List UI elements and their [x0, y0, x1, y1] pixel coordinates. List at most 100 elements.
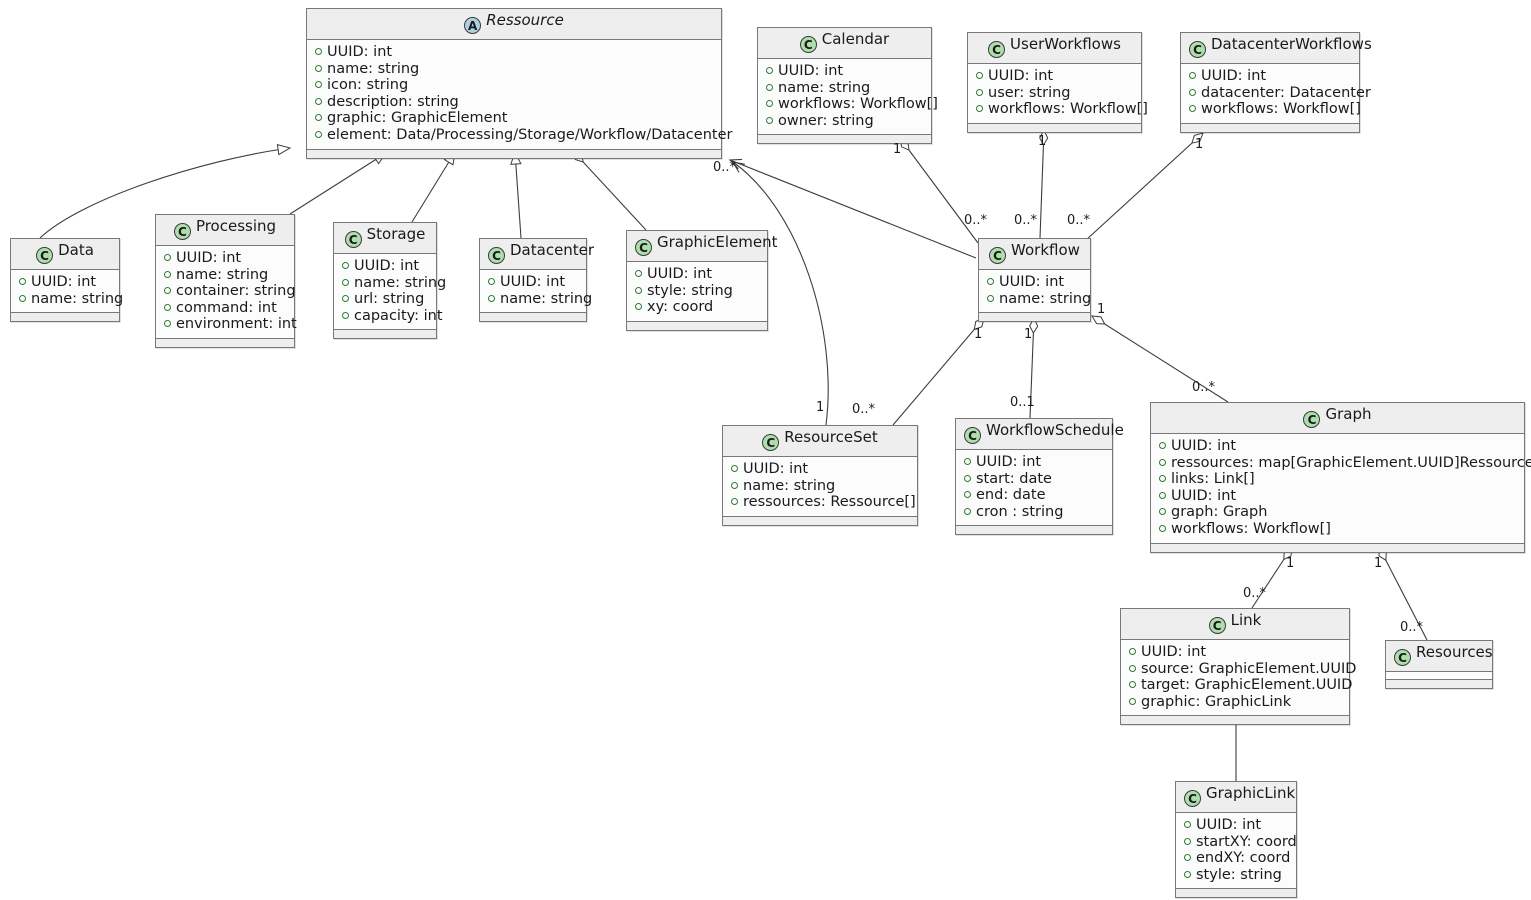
attribute-row: workflows: Workflow[] [974, 101, 1148, 118]
attribute-label: workflows: Workflow[] [1201, 101, 1361, 118]
class-name-workflowschedule: WorkflowSchedule [986, 421, 1124, 439]
class-icon: C [344, 231, 362, 248]
visibility-public-icon [488, 294, 495, 302]
attribute-label: name: string [999, 290, 1092, 307]
attribute-label: UUID: int [1171, 438, 1237, 454]
visibility-public-icon [1159, 524, 1166, 532]
visibility-public-icon [342, 278, 349, 286]
class-icon: C [36, 247, 54, 264]
class-methods-resourceset [723, 515, 917, 525]
multiplicity-label: 0..* [1192, 380, 1216, 395]
attribute-row: command: int [162, 300, 288, 317]
attribute-row: description: string [313, 94, 715, 111]
attribute-label: target: GraphicElement.UUID [1141, 677, 1353, 694]
class-icon: C [988, 41, 1006, 58]
attribute-label: endXY: coord [1196, 850, 1291, 867]
class-name-datacenter: Datacenter [510, 241, 595, 259]
visibility-public-icon [1159, 475, 1166, 483]
attribute-row: UUID: int [340, 258, 430, 275]
attribute-label: url: string [354, 291, 425, 308]
attribute-label: UUID: int [976, 454, 1042, 470]
attribute-label: UUID: int [647, 266, 713, 282]
attribute-label: owner: string [778, 112, 874, 129]
attribute-row: ressources: Ressource[] [729, 494, 916, 511]
class-name-graphiclink: GraphicLink [1206, 784, 1296, 802]
class-icon: C [1189, 41, 1206, 58]
class-icon: C [799, 36, 817, 53]
attribute-row: UUID: int [1187, 68, 1353, 85]
multiplicity-label: 0..1 [1010, 395, 1035, 410]
attribute-label: user: string [988, 84, 1071, 101]
attribute-label: graphic: GraphicLink [1141, 693, 1292, 710]
attribute-row: UUID: int [17, 274, 113, 291]
attribute-label: ressources: map[GraphicElement.UUID]Ress… [1171, 454, 1531, 471]
class-icon: C [488, 247, 505, 264]
visibility-public-icon [1184, 821, 1191, 828]
attribute-row: workflows: Workflow[] [764, 96, 938, 113]
multiplicity-label: 0..* [964, 213, 988, 228]
class-methods-ressource [307, 148, 721, 158]
multiplicity-label: 1 [1195, 137, 1204, 152]
multiplicity-label: 0..* [852, 402, 876, 417]
visibility-public-icon [635, 303, 642, 311]
attribute-row: target: GraphicElement.UUID [1127, 677, 1352, 694]
attribute-row: name: string [313, 61, 715, 78]
class-icon: C [1303, 411, 1321, 428]
attribute-row: capacity: int [340, 308, 443, 325]
visibility-public-icon [315, 114, 322, 122]
attribute-row: graphic: GraphicElement [313, 110, 715, 127]
visibility-public-icon [19, 278, 26, 285]
class-name-userworkflows: UserWorkflows [1010, 35, 1121, 53]
attribute-row: UUID: int [974, 68, 1135, 85]
class-name-calendar: Calendar [821, 30, 890, 48]
attribute-label: name: string [354, 274, 447, 291]
visibility-public-icon [315, 97, 322, 105]
attribute-row: UUID: int [486, 274, 580, 291]
class-name-resourceset: ResourceSet [784, 428, 878, 446]
class-name-link: Link [1230, 611, 1262, 629]
multiplicity-label: 1 [1024, 327, 1033, 342]
visibility-public-icon [964, 491, 971, 499]
visibility-public-icon [1129, 648, 1136, 655]
attribute-label: graphic: GraphicElement [327, 110, 508, 127]
class-icon: C [173, 223, 191, 240]
attribute-label: UUID: int [743, 461, 809, 477]
visibility-public-icon [1159, 491, 1166, 499]
visibility-public-icon [976, 72, 983, 79]
visibility-public-icon [1129, 697, 1136, 705]
class-name-ressource: Ressource [486, 11, 564, 29]
visibility-public-icon [731, 465, 738, 472]
attribute-label: UUID: int [500, 274, 566, 290]
attribute-label: description: string [327, 93, 459, 110]
visibility-public-icon [1129, 681, 1136, 689]
class-methods-processing [156, 337, 294, 347]
attribute-label: UUID: int [999, 274, 1065, 290]
